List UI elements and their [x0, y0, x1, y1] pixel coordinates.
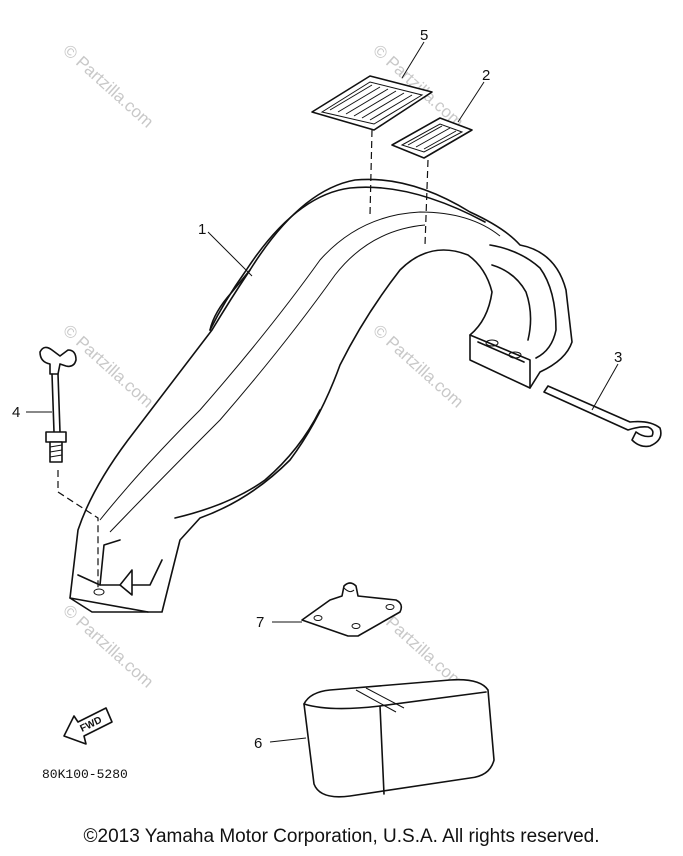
callout-7: 7: [256, 614, 264, 631]
fwd-arrow: FWD: [63, 707, 113, 745]
watermark-3: © Partzilla.com: [59, 321, 157, 412]
callout-6: 6: [254, 735, 262, 752]
callout-1: 1: [198, 221, 206, 238]
label-part-2: 2: [391, 67, 490, 246]
rod-part-3: 3: [543, 349, 662, 448]
watermark-4: © Partzilla.com: [369, 321, 467, 412]
copyright-text: ©2013 Yamaha Motor Corporation, U.S.A. A…: [83, 826, 600, 847]
watermark-1: © Partzilla.com: [59, 41, 157, 132]
bracket-part-7: 7: [256, 582, 403, 637]
callout-4: 4: [12, 404, 20, 421]
pad-part-6: 6: [254, 678, 495, 798]
callout-2: 2: [482, 67, 490, 84]
part-code: 80K100-5280: [42, 767, 128, 782]
rear-fender-part-1: 1: [69, 178, 573, 613]
watermark-5: © Partzilla.com: [59, 601, 157, 692]
bolt-part-4: 4: [12, 346, 99, 590]
callout-5: 5: [420, 27, 428, 44]
callout-3: 3: [614, 349, 622, 366]
label-part-5: 5: [311, 27, 433, 216]
